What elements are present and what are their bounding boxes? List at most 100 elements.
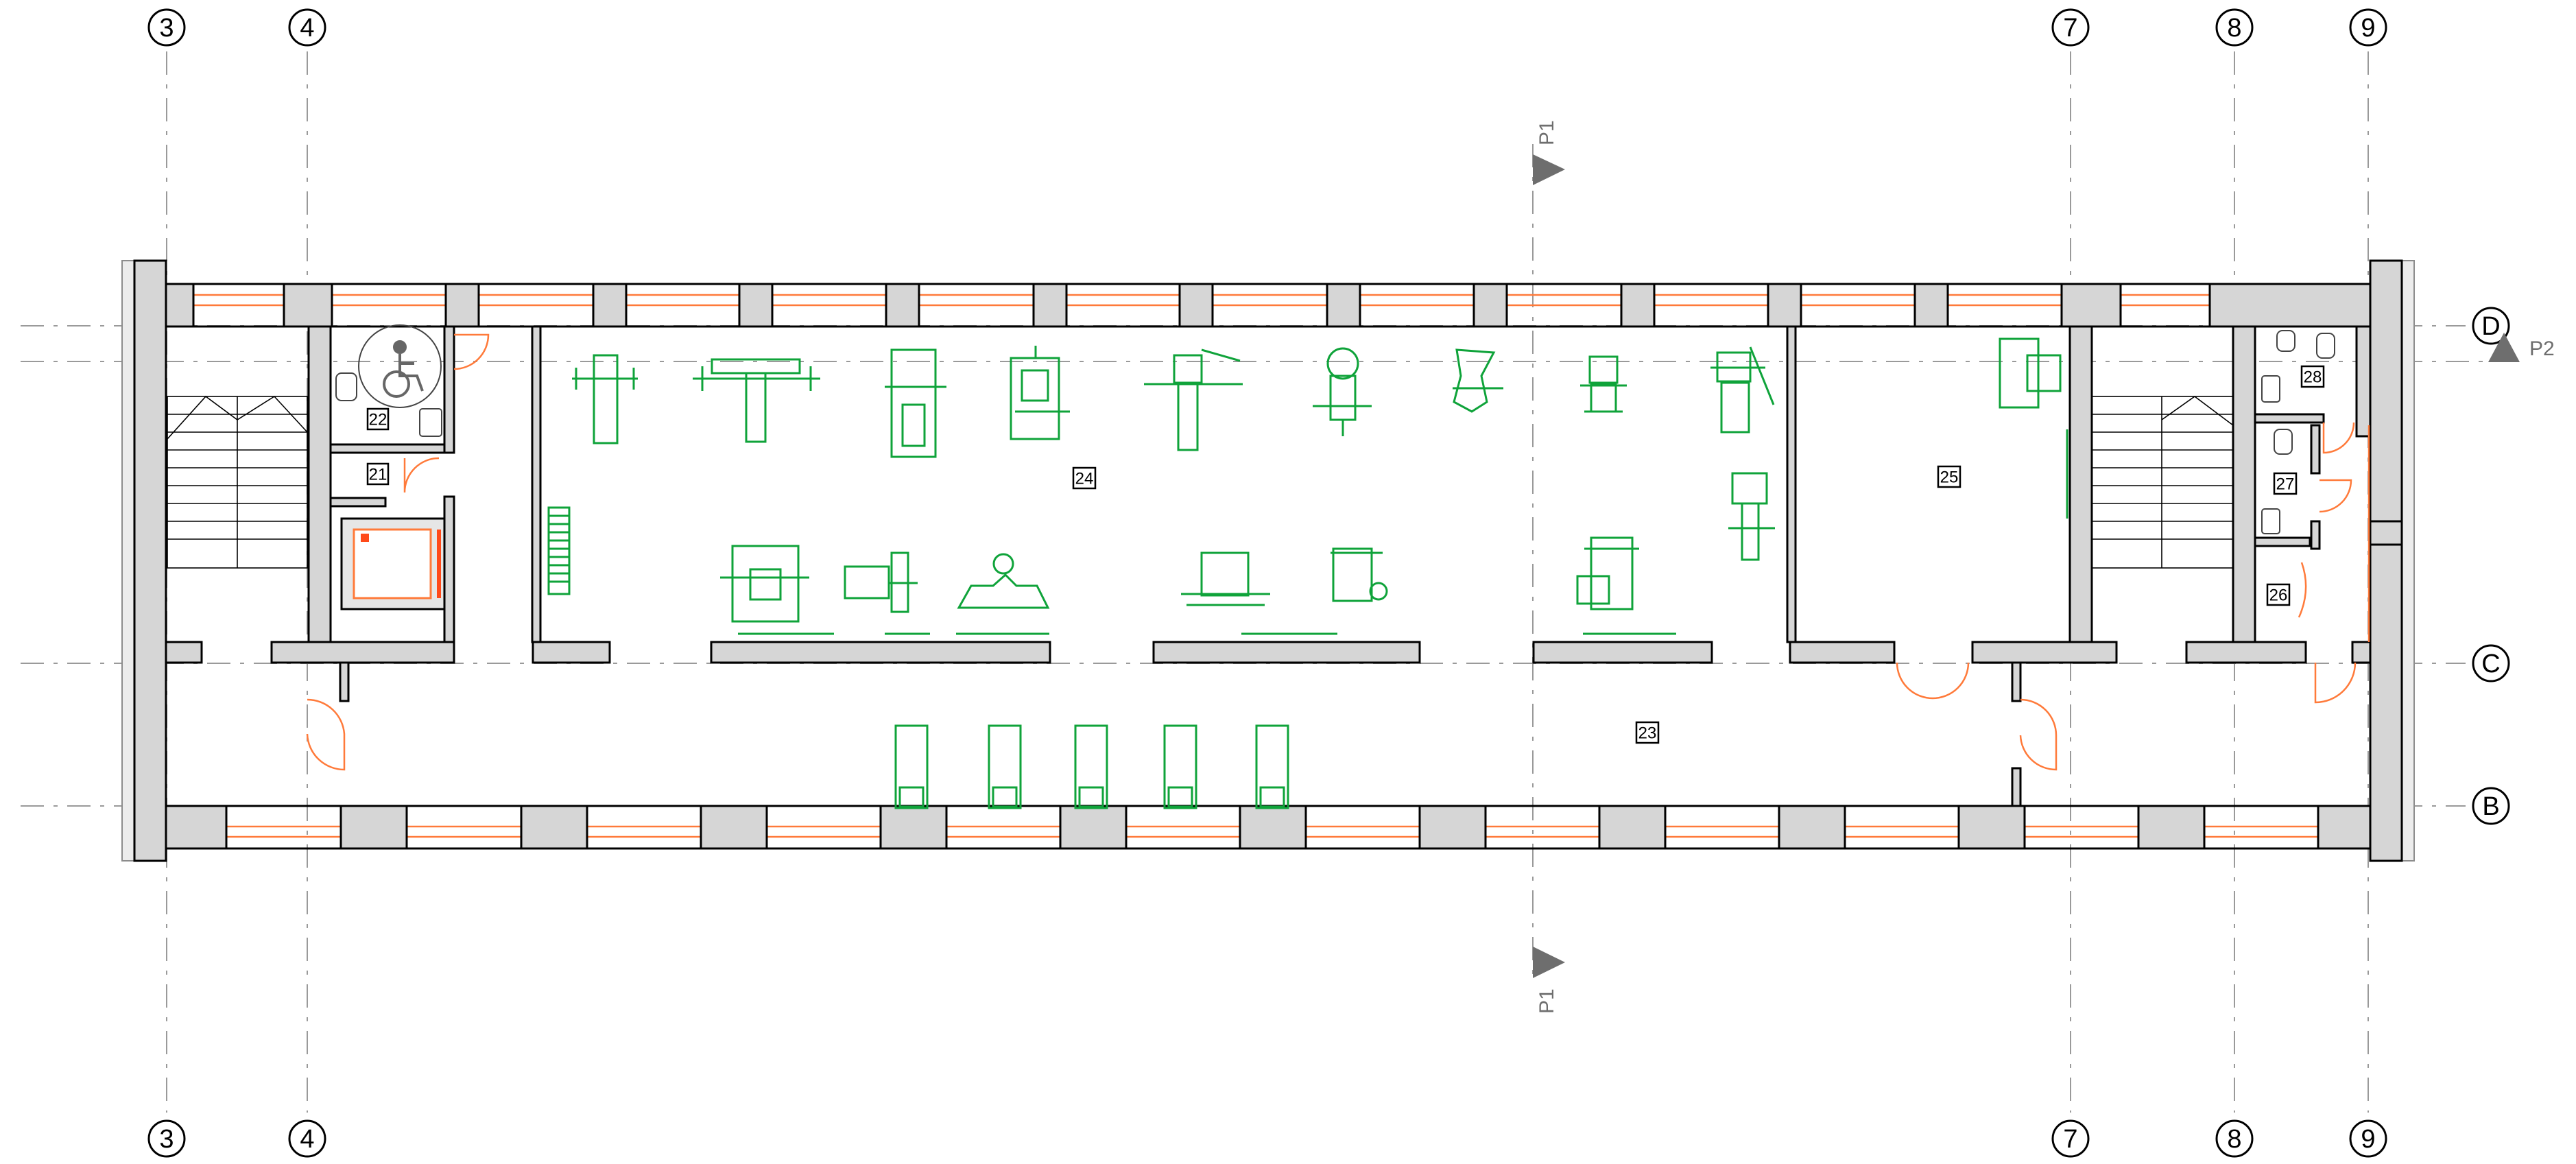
wall-gym-right [1786,325,1797,643]
wc-21-door [403,457,440,493]
room-number-26: 26 [2269,586,2288,605]
wheelchair-icon [383,340,424,398]
functional-trainer-icon [1576,536,1639,610]
room-label-27: 27 [2273,472,2298,495]
bottom-piers [165,805,2372,850]
washbasin-icon [419,408,442,437]
room-label-24: 24 [1072,466,1097,490]
axis-bubble-7-top: 7 [2051,8,2090,47]
leg-extension-icon [844,551,918,613]
cross-trainer-icon [1728,472,1775,561]
axis-label-7-top: 7 [2063,14,2077,43]
treadmill-icon [988,724,1022,809]
lat-pulldown-icon [1580,355,1627,413]
wall-wc-22-bottom [329,443,450,454]
section-arrow-p1-bottom [1533,947,1565,978]
axis-label-C: C [2481,650,2500,678]
rowing-machine-icon [1453,348,1503,413]
hip-abductor-icon [957,553,1050,609]
wall-corridor-c-4 [1152,641,1421,664]
wall-corridor-stub-right [2011,661,2022,702]
wall-corridor-stub-left [339,661,350,702]
section-label-p1-bottom: P1 [1536,988,1558,1014]
bench-press-icon [572,354,638,444]
axis-bubble-D: D [2472,307,2510,345]
wc-26-door [2298,562,2307,618]
wall-axis-4 [307,325,332,643]
section-label-p1-top: P1 [1536,120,1558,145]
axis-bubble-4-top: 4 [288,8,326,47]
right-stair [2091,396,2234,569]
wall-axis-7 [2068,325,2093,643]
toilet-icon [2316,333,2335,359]
left-wall-insulation [121,260,135,862]
room-number-25: 25 [1940,468,1959,487]
accessible-wc [335,324,490,493]
wall-gym-left [531,325,542,643]
toilet-icon [2276,330,2295,352]
axis-label-3-top: 3 [159,14,174,43]
chest-press-icon [1144,348,1243,451]
wall-corridor-c-8 [2185,641,2307,664]
building-shell [121,259,2415,862]
corridor-door-mid [2019,698,2058,771]
wall-wc-right [2355,325,2372,438]
left-stair [167,395,308,569]
wall-wc-21-bottom [329,497,387,508]
wall-corridor-c-6 [1789,641,1896,664]
wc-28-door [2322,422,2355,454]
room-number-28: 28 [2304,368,2322,387]
room-number-22: 22 [369,411,387,429]
axis-bubble-4-bottom: 4 [288,1119,326,1158]
axis-label-7-bottom: 7 [2063,1125,2077,1154]
room-label-22: 22 [366,407,390,431]
washbasin-icon [2261,508,2280,534]
leg-press-icon [1010,346,1070,440]
treadmill-icon [894,724,929,809]
double-door-room-25 [1896,662,1970,700]
wc-27-door [2319,479,2352,513]
wall-wc-stub-2 [2310,520,2321,550]
cable-machine-icon [885,348,946,458]
wheelchair-turning-circle [358,324,442,408]
axis-label-D: D [2481,312,2500,341]
wall-corridor-c-9 [2351,641,2372,664]
section-markers: P1 P1 P2 [1533,120,2555,1014]
axis-bubble-3-bottom: 3 [147,1119,186,1158]
section-arrow-p1-top [1533,154,1565,185]
room-number-21: 21 [369,466,387,484]
toilet-icon [2274,429,2293,455]
axis-label-8-top: 8 [2227,14,2241,43]
axis-bubble-8-top: 8 [2215,8,2254,47]
wall-wc-22-right [443,325,455,454]
axis-bubbles: 3 4 7 8 9 3 4 7 [147,8,2510,1158]
wall-wc-stub-1 [2310,424,2321,475]
axis-bubble-9-bottom: 9 [2349,1119,2387,1158]
gym-equipment [547,337,2068,809]
room-number-27: 27 [2276,475,2295,494]
wall-lift-right [443,495,455,643]
section-label-p2: P2 [2529,337,2555,360]
right-wall-insulation [2401,260,2415,862]
room-labels: 22 21 24 25 28 27 26 23 [366,365,2325,744]
wall-stair-left-landing [165,641,203,664]
axis-label-4-bottom: 4 [300,1125,314,1154]
axis-label-9-bottom: 9 [2361,1125,2375,1154]
axis-label-4-top: 4 [300,14,314,43]
axis-label-3-bottom: 3 [159,1125,174,1154]
wc-22-door [453,333,490,370]
axis-label-8-bottom: 8 [2227,1125,2241,1154]
axis-bubble-B: B [2472,787,2510,825]
pec-deck-icon [720,545,809,623]
right-wc-fixtures [2261,330,2403,704]
room-label-23: 23 [1635,721,1660,744]
wall-corridor-stub-bottom-right [2011,767,2022,807]
room-label-25: 25 [1937,465,1961,488]
abdominal-machine-icon [1710,346,1775,433]
axis-bubble-7-bottom: 7 [2051,1119,2090,1158]
shoulder-press-icon [1313,347,1372,436]
desk-icon [1999,337,2062,409]
room-label-28: 28 [2300,365,2325,388]
section-arrow-p2 [2488,333,2520,362]
